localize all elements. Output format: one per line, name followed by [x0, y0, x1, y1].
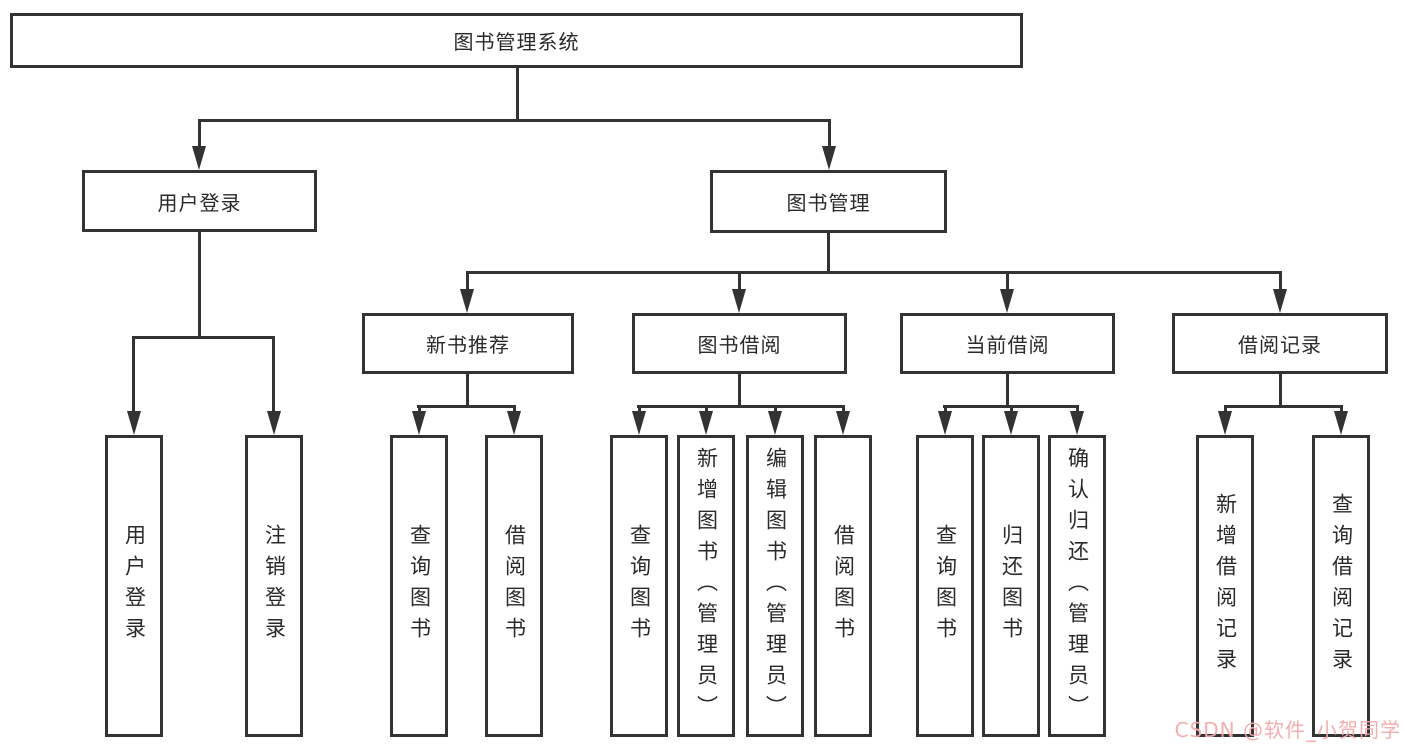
- connector-line: [705, 405, 708, 415]
- arrowhead-down-icon: [699, 411, 713, 435]
- arrowhead-down-icon: [267, 411, 281, 435]
- leaf-label: 用户登录: [122, 524, 147, 648]
- connector-line: [198, 119, 831, 122]
- node-book-borrow: 图书借阅: [632, 313, 847, 374]
- connector-line: [827, 233, 830, 273]
- connector-line: [513, 405, 516, 415]
- connector-line: [828, 119, 831, 148]
- leaf-borrow-books: 借阅图书: [814, 435, 872, 737]
- root-node-library-system: 图书管理系统: [10, 13, 1023, 68]
- connector-line: [198, 119, 201, 148]
- connector-line: [1340, 405, 1343, 415]
- leaf-label: 查询图书: [933, 524, 958, 648]
- leaf-label: 借阅图书: [831, 524, 856, 648]
- watermark: CSDN @软件_小贺同学: [1174, 718, 1401, 742]
- connector-line: [198, 232, 201, 338]
- connector-line: [272, 336, 275, 415]
- leaf-borrow-books-recommend: 借阅图书: [485, 435, 543, 737]
- arrowhead-down-icon: [732, 289, 746, 313]
- connector-line: [1076, 405, 1079, 415]
- leaf-label: 归还图书: [999, 524, 1024, 648]
- connector-line: [944, 405, 947, 415]
- connector-line: [1224, 405, 1343, 408]
- connector-line: [774, 405, 777, 415]
- leaf-label: 注销登录: [262, 524, 287, 648]
- node-borrow-records: 借阅记录: [1172, 313, 1388, 374]
- node-label: 图书管理: [786, 191, 871, 215]
- arrowhead-down-icon: [507, 411, 521, 435]
- leaf-label: 编辑图书（管理员）: [763, 446, 788, 726]
- node-user-login: 用户登录: [82, 170, 317, 232]
- leaf-query-books-borrow: 查询图书: [610, 435, 668, 737]
- connector-line: [417, 405, 516, 408]
- node-label: 用户登录: [157, 190, 242, 215]
- leaf-user-login: 用户登录: [105, 435, 163, 737]
- connector-line: [637, 405, 845, 408]
- leaf-query-borrow-record: 查询借阅记录: [1312, 435, 1370, 737]
- connector-line: [738, 374, 741, 407]
- root-node-label: 图书管理系统: [453, 30, 580, 54]
- connector-line: [132, 336, 275, 339]
- arrowhead-down-icon: [632, 411, 646, 435]
- leaf-label: 确认归还（管理员）: [1065, 446, 1090, 726]
- arrowhead-down-icon: [460, 289, 474, 313]
- node-current-borrow: 当前借阅: [900, 313, 1115, 374]
- arrowhead-down-icon: [822, 146, 836, 170]
- connector-line: [466, 374, 469, 407]
- leaf-label: 借阅图书: [502, 524, 527, 648]
- arrowhead-down-icon: [127, 411, 141, 435]
- arrowhead-down-icon: [1334, 411, 1348, 435]
- node-label: 借阅记录: [1238, 333, 1322, 357]
- leaf-confirm-return-admin: 确认归还（管理员）: [1048, 435, 1106, 737]
- connector-line: [466, 271, 469, 293]
- node-label: 新书推荐: [426, 333, 510, 357]
- connector-line: [738, 271, 741, 293]
- leaf-logout: 注销登录: [245, 435, 303, 737]
- leaf-label: 新增图书（管理员）: [694, 446, 719, 726]
- connector-line: [1279, 271, 1282, 293]
- leaf-label: 查询图书: [407, 524, 432, 648]
- leaf-add-book-admin: 新增图书（管理员）: [677, 435, 735, 737]
- connector-line: [842, 405, 845, 415]
- connector-line: [1279, 374, 1282, 407]
- arrowhead-down-icon: [412, 411, 426, 435]
- connector-line: [1224, 405, 1227, 415]
- connector-line: [1006, 374, 1009, 407]
- leaf-add-borrow-record: 新增借阅记录: [1196, 435, 1254, 737]
- arrowhead-down-icon: [1000, 289, 1014, 313]
- connector-line: [466, 271, 1282, 274]
- arrowhead-down-icon: [192, 146, 206, 170]
- leaf-return-books: 归还图书: [982, 435, 1040, 737]
- connector-line: [638, 405, 641, 415]
- leaf-edit-book-admin: 编辑图书（管理员）: [746, 435, 804, 737]
- connector-line: [132, 336, 135, 415]
- leaf-query-books-recommend: 查询图书: [390, 435, 448, 737]
- node-label: 图书借阅: [697, 333, 782, 357]
- connector-line: [516, 68, 519, 121]
- node-label: 当前借阅: [965, 333, 1050, 357]
- connector-line: [1006, 271, 1009, 293]
- node-book-management: 图书管理: [710, 170, 947, 233]
- arrowhead-down-icon: [1273, 289, 1287, 313]
- connector-line: [418, 405, 421, 415]
- arrowhead-down-icon: [938, 411, 952, 435]
- leaf-label: 查询借阅记录: [1329, 493, 1354, 679]
- leaf-label: 新增借阅记录: [1213, 493, 1238, 679]
- leaf-label: 查询图书: [627, 524, 652, 648]
- arrowhead-down-icon: [1070, 411, 1084, 435]
- node-new-book-recommend: 新书推荐: [362, 313, 574, 374]
- leaf-query-books-current: 查询图书: [916, 435, 974, 737]
- arrowhead-down-icon: [1218, 411, 1232, 435]
- connector-line: [1010, 405, 1013, 415]
- arrowhead-down-icon: [1004, 411, 1018, 435]
- arrowhead-down-icon: [836, 411, 850, 435]
- arrowhead-down-icon: [768, 411, 782, 435]
